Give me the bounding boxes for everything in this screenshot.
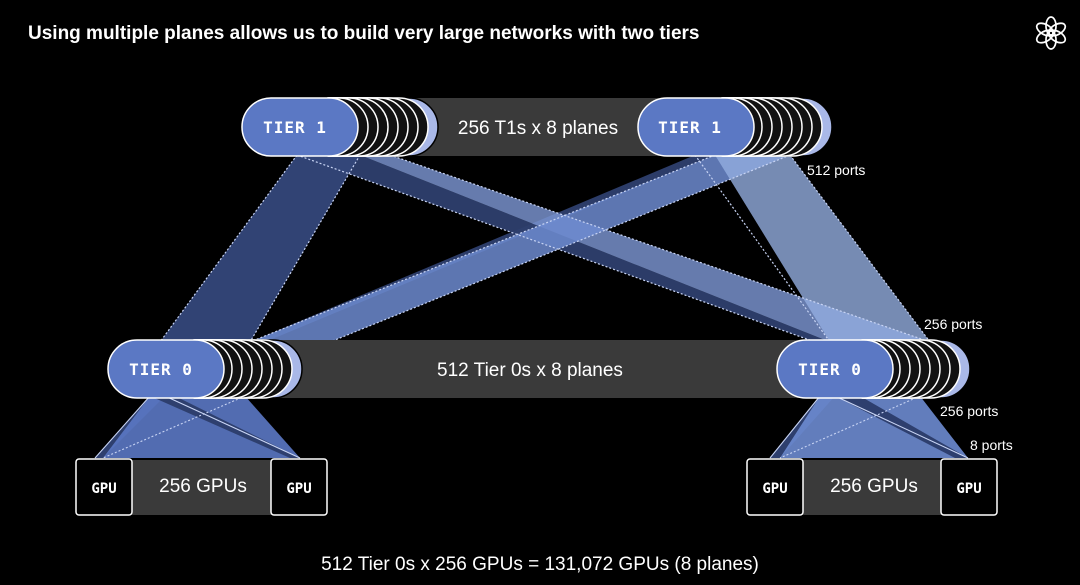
link-t1right-t0right [715,155,930,342]
gpu-label: GPU [762,481,787,497]
tier0-gpu-links [94,395,969,459]
tier1-left-label: TIER 1 [263,118,327,137]
link-left-t0-gpu-c [150,396,300,458]
gpu-label: GPU [956,481,981,497]
gpu-label: GPU [91,481,116,497]
tier1-switch-right[interactable]: TIER 1 [637,97,833,157]
link-left-t0-gpu-b [103,396,300,458]
tier0-uplink-ports-label: 256 ports [924,316,982,332]
tier1-ports-label: 512 ports [807,162,865,178]
tier1-row: 256 T1s x 8 planes TIER 1 TIER 1 [241,97,865,178]
gpu-band-left [105,460,300,515]
link-t1left-t0right-wide [360,155,930,342]
tier0-band-label: 512 Tier 0s x 8 planes [437,360,623,381]
tier0-row: 512 Tier 0s x 8 planes TIER 0 TIER [107,316,998,419]
gpu-band-right [776,460,971,515]
gpu-group-right: 256 GPUs GPU GPU 8 ports [746,437,1013,516]
link-t1left-t0left [160,155,360,342]
gpu-group-left: 256 GPUs GPU GPU [75,458,328,516]
gpu-box[interactable]: GPU [940,458,998,516]
tier0-switch-left[interactable]: TIER 0 [107,339,303,399]
gpu-label: GPU [286,481,311,497]
tier1-right-label: TIER 1 [658,118,722,137]
openai-logo-icon [1035,16,1067,50]
link-right-t0-gpu-b [780,396,968,458]
tier1-switch-left[interactable]: TIER 1 [241,97,439,157]
gpu-box[interactable]: GPU [75,458,133,516]
link-t1right-t0left-wide [250,155,790,342]
tier1-band-label: 256 T1s x 8 planes [458,118,618,139]
tier0-band [160,340,890,398]
tier0-switch-right[interactable]: TIER 0 [776,339,971,399]
tier0-downlink-ports-label: 256 ports [940,403,998,419]
footer-equation: 512 Tier 0s x 256 GPUs = 131,072 GPUs (8… [321,554,759,575]
gpu-band-right-label: 256 GPUs [830,476,918,497]
link-t1left-t0right [297,155,830,342]
gpu-box[interactable]: GPU [270,458,328,516]
gpu-box[interactable]: GPU [746,458,804,516]
gpu-ports-label: 8 ports [970,437,1013,453]
tier0-right-label: TIER 0 [798,360,862,379]
tier0-left-label: TIER 0 [129,360,193,379]
tier1-tier0-links [159,154,931,343]
page-title: Using multiple planes allows us to build… [28,23,699,44]
gpu-band-left-label: 256 GPUs [159,476,247,497]
